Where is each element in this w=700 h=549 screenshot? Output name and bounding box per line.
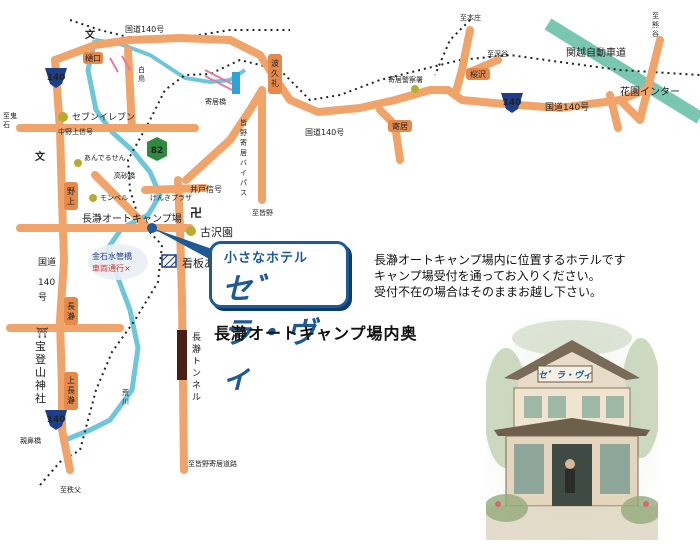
dot-monbell xyxy=(89,194,97,202)
label-kozawaen: 古沢園 xyxy=(200,225,233,239)
kanaishi-highlight xyxy=(88,244,148,280)
dot-anderusen xyxy=(74,159,82,167)
info-line-2: キャンプ場受付を通ってお入りください。 xyxy=(374,269,601,283)
school-mark-1: 文 xyxy=(85,28,96,41)
road-bypass xyxy=(182,86,266,204)
road-hanazono xyxy=(616,36,664,124)
info-line-3: 受付不在の場合はそのままお越し下さい。 xyxy=(374,285,603,299)
route-badge-140-a: 140 xyxy=(45,68,67,88)
road-right-stub xyxy=(606,91,622,132)
road-takasago xyxy=(91,171,149,229)
label-minano-yorii-road: 至皆野寄居道路 xyxy=(188,459,237,468)
illustration-sign-text: セ゛ラ・ヴィ xyxy=(538,370,592,381)
tag-nogami: 野上 xyxy=(67,187,75,206)
label-anderusen: あんでるせん xyxy=(84,154,126,162)
label-yoriihashi: 寄居橋 xyxy=(205,97,226,106)
school-mark-2: 文 xyxy=(35,150,46,163)
inner-location-note: 長瀞オートキャンプ場内奥 xyxy=(214,324,418,343)
hotel-pointer xyxy=(152,228,215,262)
road-honjo xyxy=(451,26,474,99)
route-badge-82: 82 xyxy=(147,137,167,161)
tag-kiyobashi: 樋口 xyxy=(85,53,101,63)
label-oyahanabashi: 親鼻橋 xyxy=(20,436,41,445)
hotel-illustration: セ゛ラ・ヴィ xyxy=(486,318,658,540)
label-shiroishi: 白鳥 xyxy=(138,65,145,83)
label-hanazono-ic: 花園インター xyxy=(620,85,680,98)
label-takasago: 高砂橋 xyxy=(114,171,135,180)
svg-text:82: 82 xyxy=(151,146,164,156)
label-genki-plaza: げんきプラザ xyxy=(150,193,192,202)
label-kanaishi: 金石水管橋 xyxy=(92,251,132,261)
label-arakawa: 荒川 xyxy=(122,388,129,406)
label-tunnel: 長瀞トンネル xyxy=(192,332,201,403)
bridge-marks xyxy=(109,55,233,91)
road-tags: 樋口 波久礼 寄居 桜沢 野上 長瀞 上長瀞 xyxy=(64,52,490,410)
label-to-minano: 至皆野 xyxy=(252,209,273,217)
svg-text:140: 140 xyxy=(47,73,66,83)
info-line-1: 長瀞オートキャンプ場内に位置するホテルです xyxy=(374,253,626,267)
label-to-ogano: 至鬼石 xyxy=(3,111,17,129)
hotel-sign: 小さなホテル セ゛ラ・ヴィ xyxy=(209,241,349,395)
label-nakano-signal: 中野上信号 xyxy=(58,127,93,136)
label-to-chichibu: 至秩父 xyxy=(60,485,81,494)
dot-kozawaen xyxy=(186,226,196,236)
place-dots xyxy=(58,85,419,236)
signboard-mark xyxy=(161,254,177,268)
label-to-kumagaya: 至熊谷 xyxy=(652,12,659,38)
label-autocamp: 長瀞オートキャンプ場 xyxy=(82,212,182,225)
label-route140-mid: 国道140号 xyxy=(305,127,344,137)
svg-text:140: 140 xyxy=(503,98,522,108)
route-badge-140-b: 140 xyxy=(501,93,523,113)
label-monbell: モンベル xyxy=(100,194,128,202)
svg-text:140: 140 xyxy=(47,415,66,425)
label-route140-right: 国道140号 xyxy=(545,101,589,113)
kanetsu-expressway xyxy=(544,18,700,124)
bridge-blue-mark xyxy=(232,72,240,94)
label-idoto: 井戸信号 xyxy=(190,184,222,194)
tag-nagatoro: 長瀞 xyxy=(67,302,75,321)
label-bypass: 皆野寄居バイパス xyxy=(240,119,247,197)
shrine-mark: ⛩ xyxy=(36,327,49,339)
hotel-logo-text: セ゛ラ・ヴィ xyxy=(222,272,318,395)
label-to-fukaya: 至深谷 xyxy=(487,49,508,58)
label-to-honjo: 至本庄 xyxy=(460,13,481,22)
label-kanetsu: 関越自動車道 xyxy=(566,46,626,59)
tag-hanyu: 波久礼 xyxy=(271,58,279,88)
label-yorii-police: 寄居警察署 xyxy=(388,75,423,84)
nagatoro-tunnel xyxy=(177,330,187,380)
tag-yorii: 寄居 xyxy=(392,121,408,131)
label-no-vehicles: 車両通行× xyxy=(92,263,131,273)
dot-yorii-police xyxy=(411,85,419,93)
temple-mark: 卍 xyxy=(190,206,202,220)
route-badge-140-c: 140 xyxy=(45,410,67,430)
road-upper-vertical xyxy=(124,46,136,132)
label-seven-eleven: セブンイレブン xyxy=(72,111,135,123)
road-yorii xyxy=(376,106,404,164)
arakawa-river-upper xyxy=(94,38,247,85)
dot-seven-eleven xyxy=(58,112,68,122)
arakawa-river xyxy=(64,39,163,443)
label-hodosan: 宝登山神社 xyxy=(35,339,46,405)
tag-kaminagatoro: 上長瀞 xyxy=(67,376,75,405)
road-idoto xyxy=(141,184,209,194)
access-instructions: 長瀞オートキャンプ場内に位置するホテルです キャンプ場受付を通ってお入りください… xyxy=(374,252,626,300)
tag-sakurazawa: 桜沢 xyxy=(470,69,486,79)
road-central xyxy=(174,176,188,474)
hotel-small-name: 小さなホテル xyxy=(224,251,309,266)
label-route140-top: 国道140号 xyxy=(125,24,164,34)
